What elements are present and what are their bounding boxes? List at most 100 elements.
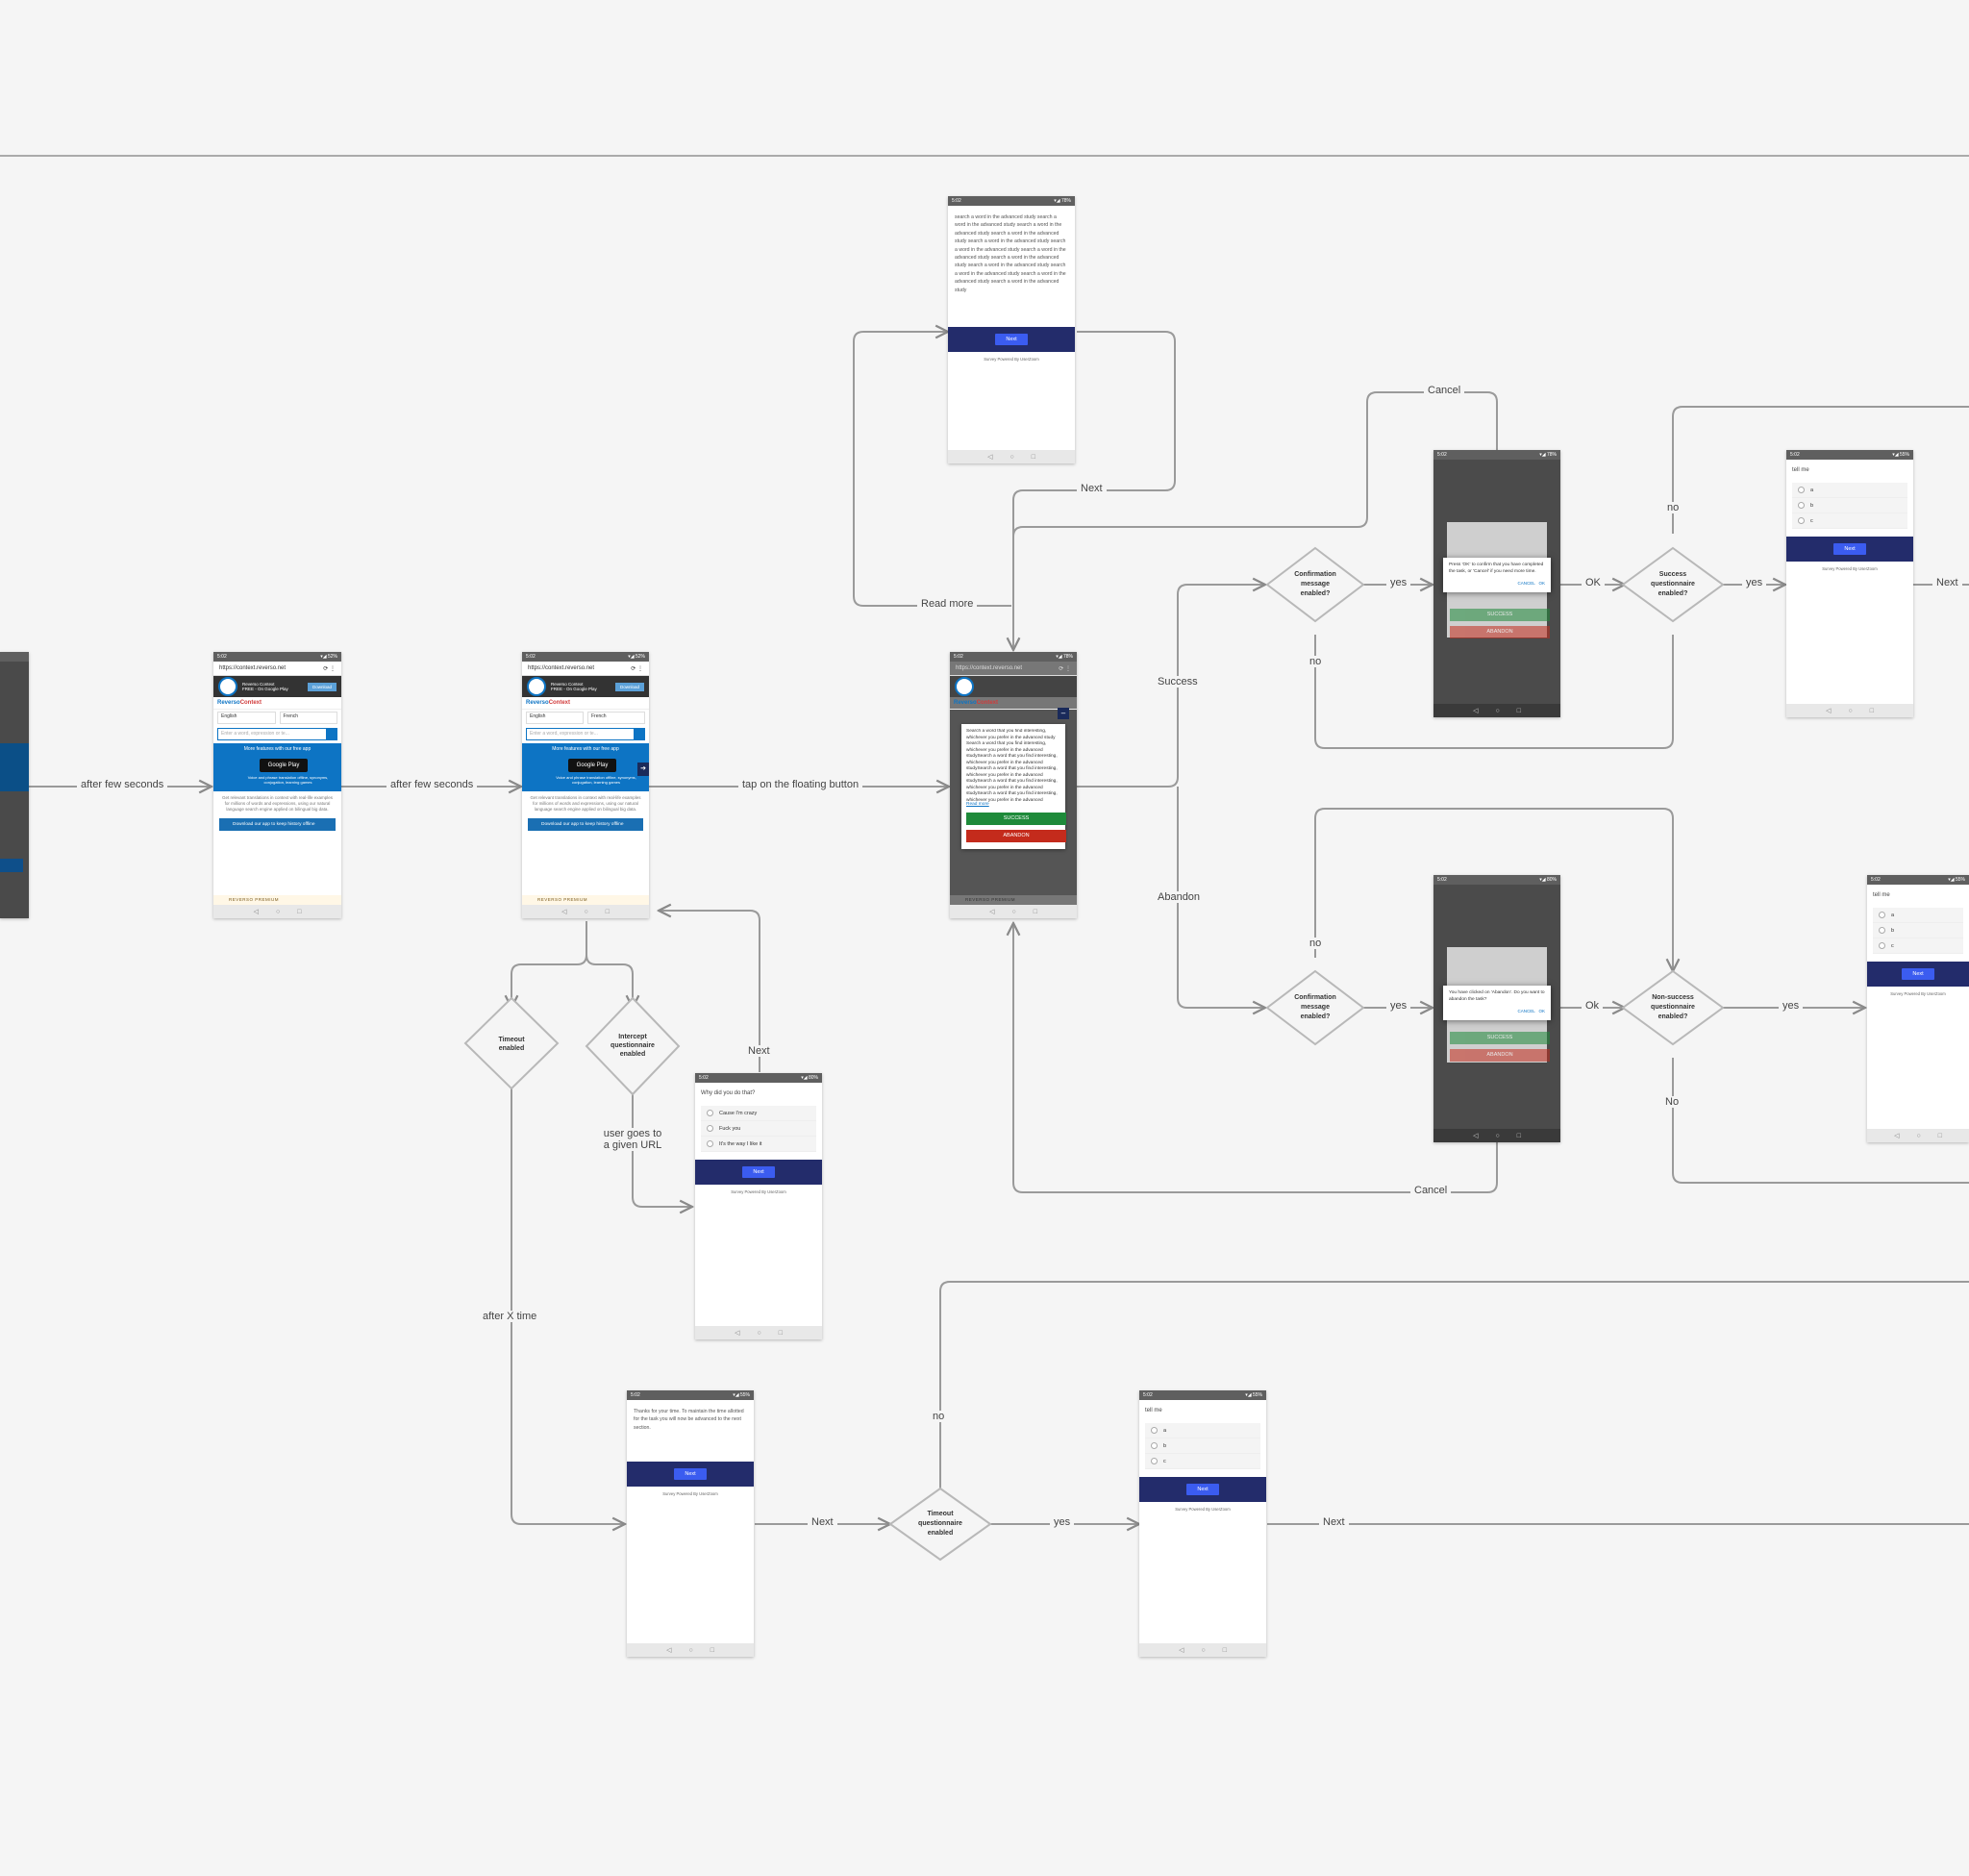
edge-no-c1: [1314, 635, 1674, 749]
google-play-badge[interactable]: Google Play: [568, 759, 616, 772]
edge-user-goes-url: [632, 1085, 692, 1207]
next-button[interactable]: Next: [1902, 968, 1934, 980]
edge-cancel-bottom: [1013, 923, 1498, 1193]
minimize-icon[interactable]: –: [1058, 708, 1069, 719]
edge-no-c2: [1314, 808, 1673, 971]
phone-intercept-questionnaire: 5:02▾◢ 80% Why did you do that? Cause I'…: [695, 1073, 822, 1339]
label-after-few-1: after few seconds: [77, 779, 168, 790]
option-a[interactable]: a: [1145, 1423, 1260, 1438]
phone-site-1: 5:02▾◢ 52% https://context.reverso.net⟳ …: [213, 652, 341, 918]
success-button[interactable]: SUCCESS: [966, 813, 1066, 825]
phone-confirm-abandon: 5:02▾◢ 80% You have clicked on 'Abandon'…: [1433, 875, 1560, 1142]
edge-after-x-time: [511, 1085, 625, 1524]
reverso-logo-icon: [218, 677, 237, 696]
lang-from-select[interactable]: English: [526, 712, 584, 724]
phone-nonsuccess-questionnaire: 5:02▾◢ 55% tell me a b c Next Survey Pow…: [1867, 875, 1969, 1142]
label-no-nonsuccess: No: [1661, 1096, 1683, 1108]
lang-to-select[interactable]: French: [587, 712, 645, 724]
url-bar[interactable]: https://context.reverso.net⟳ ⋮: [213, 662, 341, 676]
url-bar[interactable]: https://context.reverso.net⟳ ⋮: [522, 662, 649, 676]
edge-read-more: [853, 332, 1011, 607]
task-panel: Search a word that you find interesting,…: [961, 724, 1065, 849]
lang-from-select[interactable]: English: [217, 712, 276, 724]
option-a[interactable]: a: [1792, 483, 1907, 498]
next-button[interactable]: Next: [1833, 543, 1866, 555]
edge-abandon: [1177, 787, 1265, 1008]
edge-no-nonsuccess: [1672, 1058, 1969, 1184]
phone-task: 5:02▾◢ 78% https://context.reverso.net⟳ …: [950, 652, 1077, 918]
option-c[interactable]: c: [1873, 938, 1963, 954]
abandon-button[interactable]: ABANDON: [966, 830, 1066, 842]
option-c[interactable]: c: [1792, 513, 1907, 529]
label-next-top: Next: [1077, 483, 1107, 494]
next-button[interactable]: Next: [1186, 1484, 1219, 1495]
label-after-few-2: after few seconds: [386, 779, 478, 790]
label-yes-c2: yes: [1386, 1000, 1411, 1012]
option-a[interactable]: a: [1873, 908, 1963, 923]
label-next-timeout: Next: [808, 1516, 837, 1528]
next-button[interactable]: Next: [742, 1166, 775, 1178]
diamond-confirm-top: [1265, 546, 1365, 623]
search-input[interactable]: Enter a word, expression or te...: [526, 728, 645, 740]
dialog-cancel-button[interactable]: CANCEL: [1517, 581, 1535, 586]
floating-button-icon[interactable]: ➔: [637, 763, 649, 776]
edge-down-split-r: [586, 954, 633, 1008]
option-b[interactable]: b: [1873, 923, 1963, 938]
diamond-label-timeout-q: Timeout questionnaire enabled: [918, 1511, 962, 1537]
label-tap-floating: tap on the floating button: [738, 779, 863, 790]
label-yes-success: yes: [1742, 577, 1767, 588]
option-b[interactable]: b: [1792, 498, 1907, 513]
edge-cancel-top: [1012, 391, 1498, 538]
diamond-label-confirm-bottom: Confirmation message enabled?: [1294, 994, 1336, 1020]
label-yes-c1: yes: [1386, 577, 1411, 588]
label-no-top-right: no: [1663, 502, 1683, 513]
option-why-2[interactable]: Fuck you: [701, 1121, 816, 1137]
phone-timeout-questionnaire: 5:02▾◢ 55% tell me a b c Next Survey Pow…: [1139, 1390, 1266, 1657]
next-button[interactable]: Next: [995, 334, 1028, 345]
reverso-logo-icon: [955, 677, 974, 696]
abandon-dialog: You have clicked on 'Abandon'. Do you wa…: [1443, 986, 1551, 1020]
label-next-bottom-right: Next: [1319, 1516, 1349, 1528]
edge-no-timeout-q: [939, 1281, 1969, 1488]
search-input[interactable]: Enter a word, expression or te...: [217, 728, 337, 740]
ok-dialog: Press 'OK' to confirm that you have comp…: [1443, 558, 1551, 592]
phone-success-questionnaire: 5:02▾◢ 55% tell me a b c Next Survey Pow…: [1786, 450, 1913, 717]
label-yes-nonsuccess: yes: [1779, 1000, 1804, 1012]
diamond-confirm-bottom: [1265, 969, 1365, 1046]
phone-long-text: 5:02▾◢ 78% search a word in the advanced…: [948, 196, 1075, 463]
diamond-timeout-q: [888, 1487, 992, 1562]
dialog-cancel-button[interactable]: CANCEL: [1517, 1009, 1535, 1013]
label-after-x-time: after X time: [479, 1311, 541, 1322]
diamond-intercept: [585, 996, 681, 1096]
label-yes-timeout-q: yes: [1050, 1516, 1075, 1528]
option-c[interactable]: c: [1145, 1454, 1260, 1469]
label-no-c2: no: [1306, 938, 1326, 949]
option-why-1[interactable]: Cause I'm crazy: [701, 1106, 816, 1121]
phone-site-2: 5:02▾◢ 52% https://context.reverso.net⟳ …: [522, 652, 649, 918]
option-why-3[interactable]: It's the way I like it: [701, 1137, 816, 1152]
phone-partial-left: [0, 652, 29, 918]
diamond-label-confirm-top: Confirmation message enabled?: [1294, 571, 1336, 597]
option-b[interactable]: b: [1145, 1438, 1260, 1454]
label-next-right-top: Next: [1932, 577, 1962, 588]
dialog-ok-button[interactable]: OK: [1538, 581, 1545, 586]
diamond-nonsuccess-q: [1621, 969, 1725, 1046]
premium-bar: REVERSO PREMIUM: [213, 895, 341, 905]
download-app-bar[interactable]: Download our app to keep history offline: [219, 818, 336, 831]
edge-next-intercept: [659, 911, 760, 1072]
download-button[interactable]: Download: [307, 682, 336, 691]
google-play-badge[interactable]: Google Play: [260, 759, 308, 772]
label-ok-bottom: Ok: [1582, 1000, 1604, 1012]
diamond-timeout: [463, 996, 560, 1090]
label-read-more: Read more: [917, 598, 978, 610]
lang-to-select[interactable]: French: [279, 712, 337, 724]
reverso-logo-icon: [527, 677, 546, 696]
read-more-link[interactable]: Read more: [966, 802, 989, 807]
phone-timeout-thanks: 5:02▾◢ 55% Thanks for your time. To main…: [627, 1390, 754, 1657]
next-button[interactable]: Next: [674, 1468, 707, 1480]
dialog-ok-button[interactable]: OK: [1538, 1009, 1545, 1013]
download-button[interactable]: Download: [614, 682, 644, 691]
diamond-label-intercept: Intercept questionnaire enabled: [611, 1034, 655, 1058]
